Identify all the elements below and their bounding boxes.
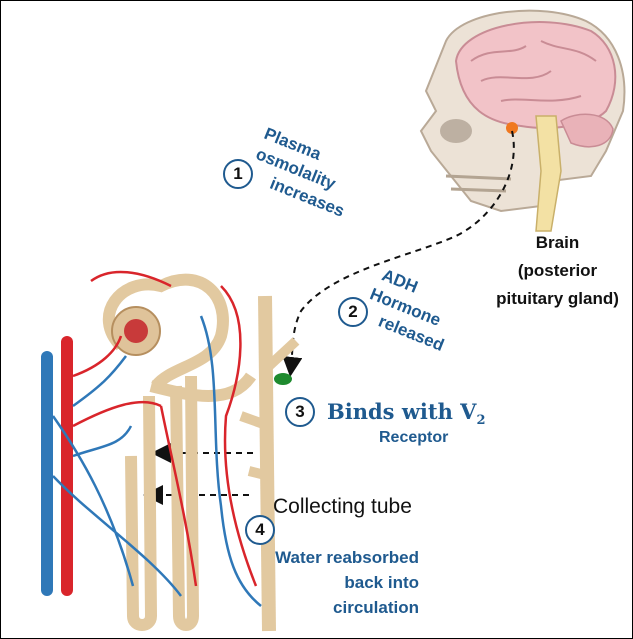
receptor-dot <box>274 373 292 385</box>
step-3-badge: 3 <box>285 397 315 427</box>
brain-label-line-1: Brain <box>481 229 633 257</box>
brain-label-line-3: pituitary gland) <box>481 285 633 313</box>
step-3-subtext: Receptor <box>379 429 448 447</box>
collecting-tube-label: Collecting tube <box>273 495 412 519</box>
step-3-subscript: 2 <box>476 413 485 428</box>
step-4-line-2: back into <box>235 570 419 595</box>
step-4-line-1: Water reabsorbed <box>235 545 419 570</box>
step-4-badge: 4 <box>245 515 275 545</box>
step-3-text: Binds with V <box>327 399 476 424</box>
step-3-title: Binds with V2 <box>327 399 486 428</box>
step-4-line-3: circulation <box>235 595 419 620</box>
brain-label: Brain (posterior pituitary gland) <box>481 229 633 313</box>
brain-label-line-2: (posterior <box>481 257 633 285</box>
step-4-label: Water reabsorbed back into circulation <box>235 545 419 620</box>
